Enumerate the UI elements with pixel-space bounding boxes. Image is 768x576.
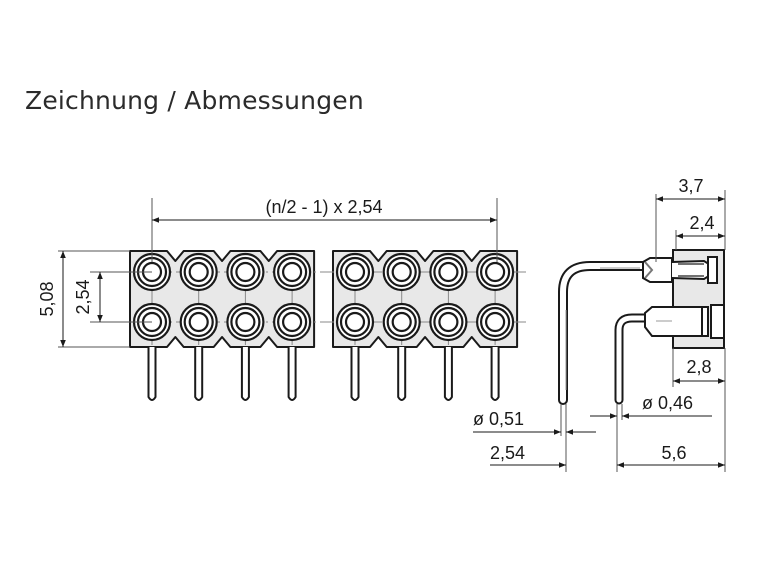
socket-inner-ring: [344, 311, 366, 333]
dimension-pin-spacing: 2,54: [490, 443, 566, 468]
socket-inner-ring: [438, 311, 459, 333]
socket-contact-r1-c5: [335, 252, 375, 292]
pin-shaft: [397, 347, 407, 401]
socket-contact-r1-c8: [476, 252, 515, 292]
dimension-label-overall-depth: 3,7: [678, 176, 703, 196]
socket-contact-r1-c6: [382, 252, 421, 292]
solder-pin-4: [287, 347, 297, 401]
socket-middle-ring: [277, 306, 308, 338]
socket-inner-ring: [391, 261, 412, 283]
socket-contacts: [132, 252, 515, 342]
dimension-label-body-depth: 2,4: [689, 213, 714, 233]
socket-middle-ring: [230, 256, 261, 288]
solder-pin-3: [240, 347, 250, 401]
solder-pins: [147, 347, 500, 401]
dimension-label-pitch-span: (n/2 - 1) x 2,54: [265, 197, 382, 217]
socket-inner-ring: [485, 261, 506, 283]
page-title: Zeichnung / Abmessungen: [25, 86, 364, 115]
solder-pin-8: [490, 347, 500, 401]
socket-contact-r2-c3: [226, 302, 265, 342]
socket-middle-ring: [339, 306, 371, 338]
socket-middle-ring: [277, 256, 308, 288]
dimension-pin-to-body: 5,6: [617, 443, 725, 468]
dimension-label-pin-diameter-inner: ø 0,46: [642, 393, 693, 413]
dimension-bottom-body: 2,8: [672, 348, 726, 472]
socket-inner-ring: [344, 261, 366, 283]
pin-shaft: [490, 347, 500, 401]
lower-bent-pin: [614, 304, 725, 405]
socket-inner-ring: [235, 311, 256, 333]
dimension-label-pin-to-body: 5,6: [661, 443, 686, 463]
socket-contact-r2-c2: [179, 302, 218, 342]
socket-contact-r1-c3: [226, 252, 265, 292]
socket-middle-ring: [386, 256, 417, 288]
socket-middle-ring: [480, 256, 511, 288]
socket-middle-ring: [230, 306, 261, 338]
solder-pin-7: [443, 347, 453, 401]
socket-contact-r1-c2: [179, 252, 218, 292]
front-view: (n/2 - 1) x 2,54 5,08 2,54: [37, 197, 530, 401]
dimension-label-pin-spacing: 2,54: [490, 443, 525, 463]
socket-contact-r2-c8: [476, 302, 515, 342]
socket-contact-r1-c4: [273, 252, 312, 292]
pin-shaft: [194, 347, 204, 401]
dimension-label-height: 5,08: [37, 281, 57, 316]
pin-shaft: [443, 347, 453, 401]
dimension-label-bottom-body: 2,8: [686, 357, 711, 377]
solder-pin-2: [194, 347, 204, 401]
dimension-height: 5,08: [37, 250, 130, 348]
socket-contact-r2-c7: [429, 302, 468, 342]
connector-bodies: [129, 250, 519, 348]
socket-inner-ring: [438, 261, 459, 283]
socket-inner-ring: [485, 311, 506, 333]
pin-shaft: [350, 347, 360, 401]
socket-middle-ring: [183, 256, 214, 288]
dimension-body-depth: 2,4: [675, 213, 725, 250]
pin-shaft: [287, 347, 297, 401]
dimension-label-pin-diameter-outer: ø 0,51: [473, 409, 524, 429]
pin-shaft: [147, 347, 157, 401]
dimension-pin-diameter-outer: ø 0,51: [473, 404, 596, 472]
side-view: 3,7 2,4 2,8 ø 0,46 ø: [473, 176, 726, 472]
socket-inner-ring: [282, 261, 303, 283]
solder-pin-6: [397, 347, 407, 401]
socket-middle-ring: [433, 306, 464, 338]
socket-inner-ring: [235, 261, 256, 283]
socket-middle-ring: [339, 256, 371, 288]
solder-pin-1: [147, 347, 157, 401]
pin-shaft: [240, 347, 250, 401]
dimension-pin-diameter-inner: ø 0,46: [590, 393, 712, 472]
connector-body-group-1: [129, 250, 316, 348]
socket-middle-ring: [386, 306, 417, 338]
socket-middle-ring: [183, 306, 214, 338]
solder-pin-5: [350, 347, 360, 401]
socket-inner-ring: [188, 311, 209, 333]
socket-contact-r2-c4: [273, 302, 312, 342]
socket-inner-ring: [391, 311, 412, 333]
socket-contact-r1-c7: [429, 252, 468, 292]
dimension-overall-depth: 3,7: [655, 176, 726, 262]
socket-inner-ring: [282, 311, 303, 333]
socket-contact-r2-c5: [335, 302, 375, 342]
socket-contact-r2-c6: [382, 302, 421, 342]
socket-inner-ring: [188, 261, 209, 283]
socket-middle-ring: [433, 256, 464, 288]
dimension-row-pitch: 2,54: [73, 271, 152, 323]
dimension-pitch-span: (n/2 - 1) x 2,54: [151, 197, 498, 262]
connector-body-group-2: [332, 250, 519, 348]
dimension-label-row-pitch: 2,54: [73, 279, 93, 314]
upper-bent-pin: [558, 256, 718, 405]
socket-middle-ring: [480, 306, 511, 338]
